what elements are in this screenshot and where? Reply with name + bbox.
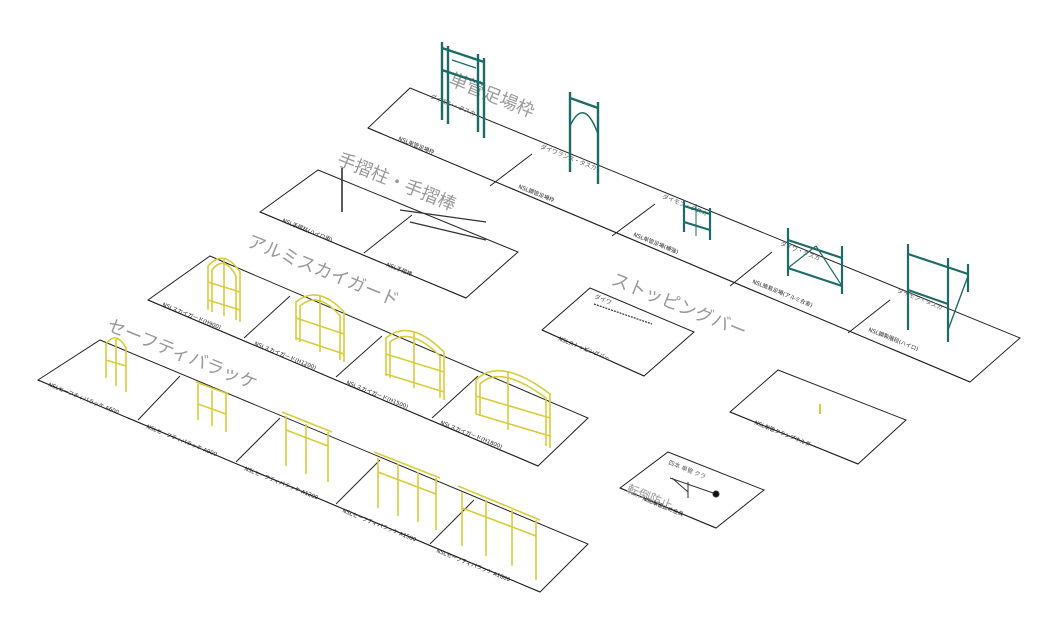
handrail-bar	[399, 209, 487, 223]
group-stopper: ストッピングバー ダイワ NSLストッピングバー	[541, 269, 750, 377]
frame-item-4	[786, 228, 844, 294]
safety-item-2	[195, 381, 229, 432]
frame-item-2	[568, 92, 600, 184]
plate-clamp	[729, 369, 907, 465]
plate-divider-2	[611, 203, 656, 237]
safety-divider-1	[137, 375, 181, 421]
stopper-bar	[593, 303, 653, 325]
skyguard-divider-3	[431, 375, 479, 419]
safety-label-strip	[37, 379, 541, 593]
stopper-label-strip	[541, 329, 645, 377]
skyguard-item-2	[295, 294, 345, 362]
safety-divider-3	[335, 459, 381, 505]
clamp-label-strip	[729, 411, 859, 465]
skyguard-item-3	[385, 329, 445, 400]
plate-divider-1	[489, 153, 533, 187]
tool-item	[669, 477, 720, 498]
safety-item-4	[373, 451, 441, 530]
handrail-divider	[363, 214, 413, 254]
frame-item-3	[682, 200, 712, 240]
skyguard-label-strip	[147, 299, 539, 467]
skyguard-divider-1	[243, 295, 291, 339]
plate-divider-3	[729, 251, 773, 287]
handrail-bar-2	[409, 221, 487, 241]
safety-item-3	[281, 411, 333, 482]
group-frames: 単管足場枠 ダイモン・タスカ ダイワランス・タスカ ダイモン・タスカ ダイワ・タ…	[367, 42, 1021, 383]
plate-divider-4	[847, 299, 891, 334]
skyguard-divider-2	[335, 335, 383, 378]
safety-item-1	[105, 337, 127, 392]
plate-label-strip	[367, 127, 971, 383]
skyguard-item-4	[475, 369, 551, 448]
tool-label-strip	[619, 487, 717, 529]
safety-divider-2	[235, 417, 281, 463]
frame-item-5	[906, 244, 970, 342]
skyguard-item-1	[207, 257, 241, 322]
frame-item-1	[440, 42, 486, 138]
handrail-label-strip	[259, 211, 467, 299]
group-tool: 四本 単管 クラ 転倒防止 NSL単管止め金具	[619, 451, 765, 529]
group-clamp: NSL単管クランプホルダー	[729, 369, 907, 465]
safety-divider-4	[429, 499, 475, 545]
safety-item-5	[457, 485, 541, 580]
